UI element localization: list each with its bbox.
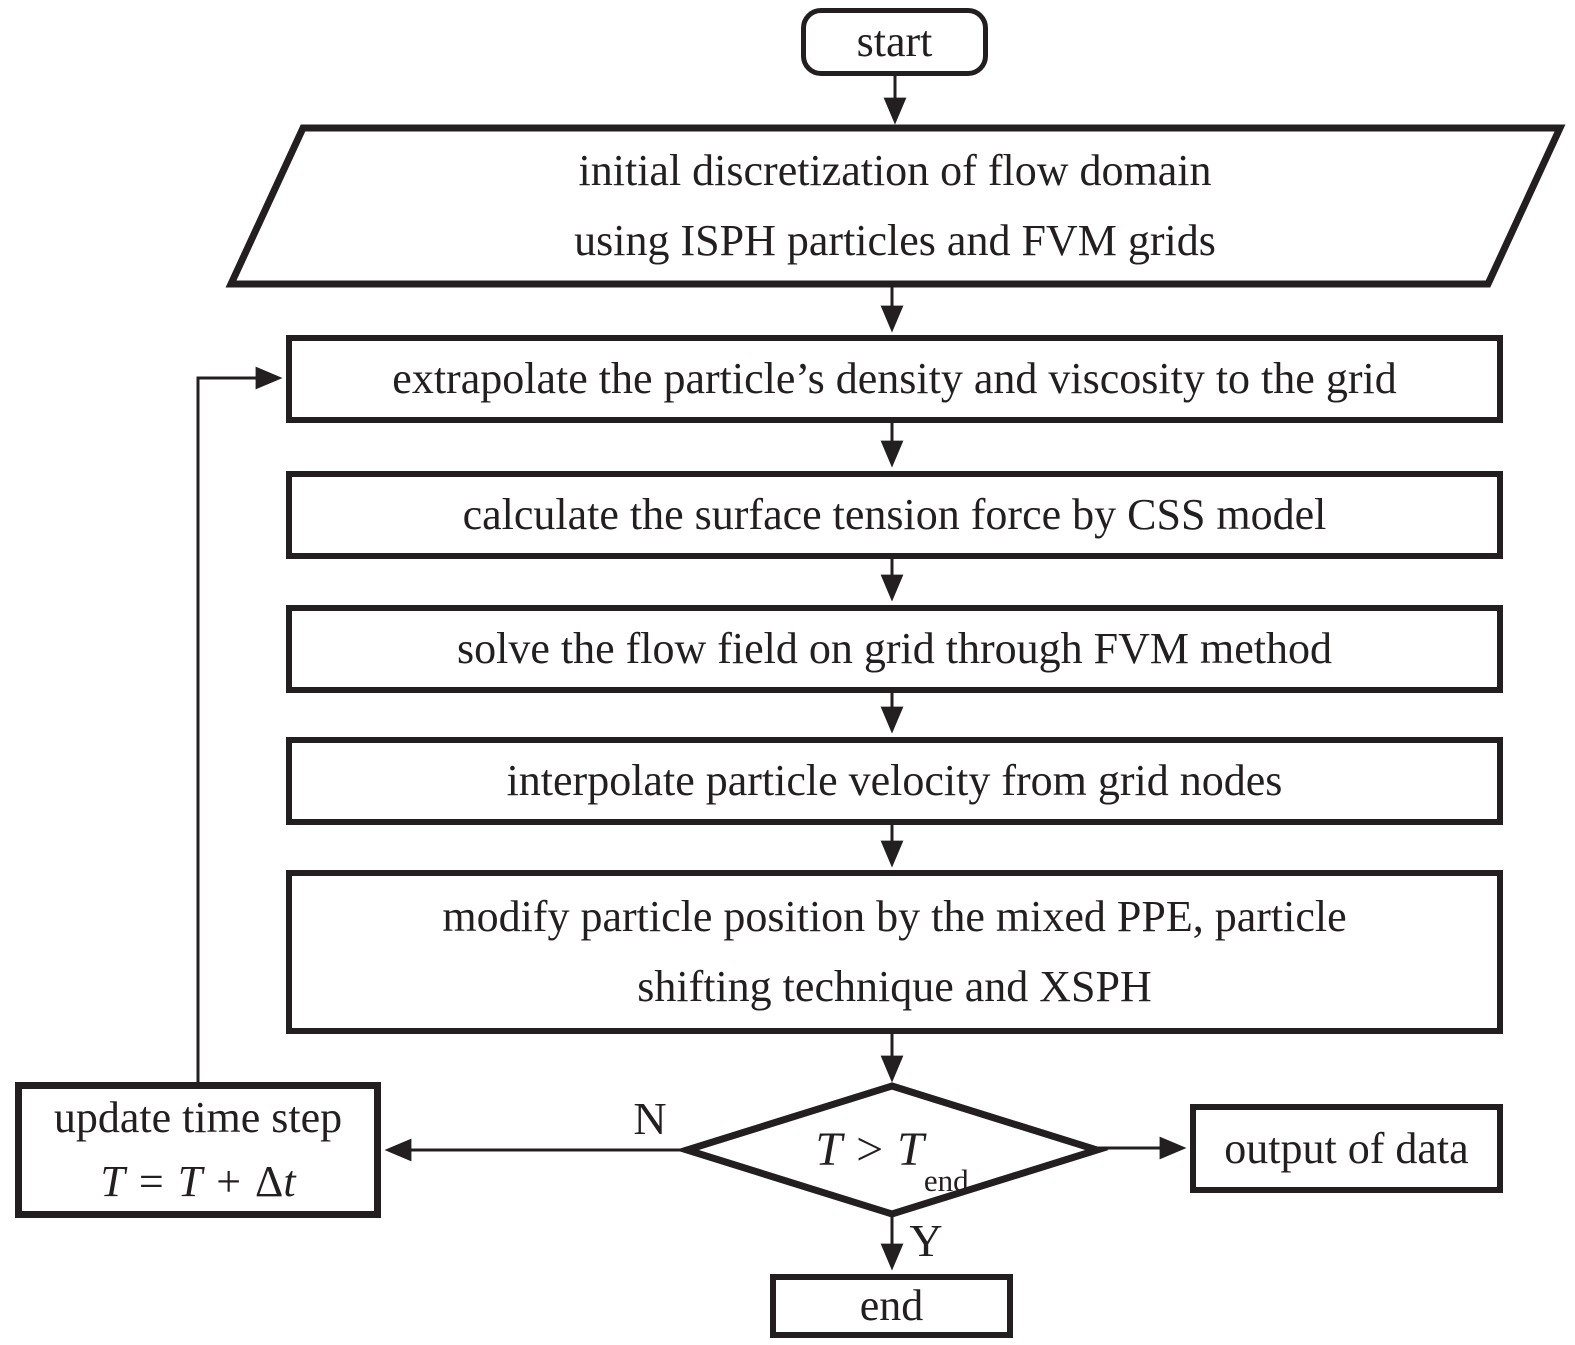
decision-lhs: T [815,1123,843,1176]
process-label: extrapolate the particle’s density and v… [392,354,1397,403]
update-line1: update time step [53,1093,343,1142]
branch-label-no: N [633,1093,667,1144]
delta-symbol: Δ [255,1157,284,1206]
init-node-text: initial discretization of flow domain us… [300,130,1490,282]
process-label: solve the flow field on grid through FVM… [456,624,1332,673]
end-node: end [770,1274,1013,1338]
end-label: end [859,1281,924,1330]
process-box-modify-position: modify particle position by the mixed PP… [286,870,1503,1034]
init-parallelogram-shape [225,124,1566,288]
process-label-line2: shifting technique and XSPH [637,962,1152,1011]
process-label-line1: modify particle position by the mixed PP… [442,892,1347,941]
update-formula: T=T+Δt [100,1157,296,1206]
decision-rhs: T [897,1123,924,1176]
process-box-solve-fvm: solve the flow field on grid through FVM… [286,605,1503,693]
loop-update-to-extrapolate [196,366,283,1082]
process-box-surface-tension: calculate the surface tension force by C… [286,471,1503,559]
output-label: output of data [1224,1123,1469,1173]
process-box-interpolate: interpolate particle velocity from grid … [286,737,1503,825]
process-label: calculate the surface tension force by C… [462,490,1327,539]
update-time-step-box: update time step T=T+Δt [15,1082,381,1218]
output-box: output of data [1190,1104,1503,1193]
init-line1: initial discretization of flow domain [578,146,1212,195]
process-box-extrapolate: extrapolate the particle’s density and v… [286,335,1503,423]
branch-label-yes: Y [909,1215,943,1266]
decision-node-text: T > T end [742,1114,1042,1196]
start-label: start [856,17,933,66]
init-line2: using ISPH particles and FVM grids [574,216,1216,265]
process-label: interpolate particle velocity from grid … [506,756,1283,805]
decision-op: > [856,1123,884,1176]
start-node: start [801,8,988,76]
decision-subscript: end [923,1163,969,1198]
